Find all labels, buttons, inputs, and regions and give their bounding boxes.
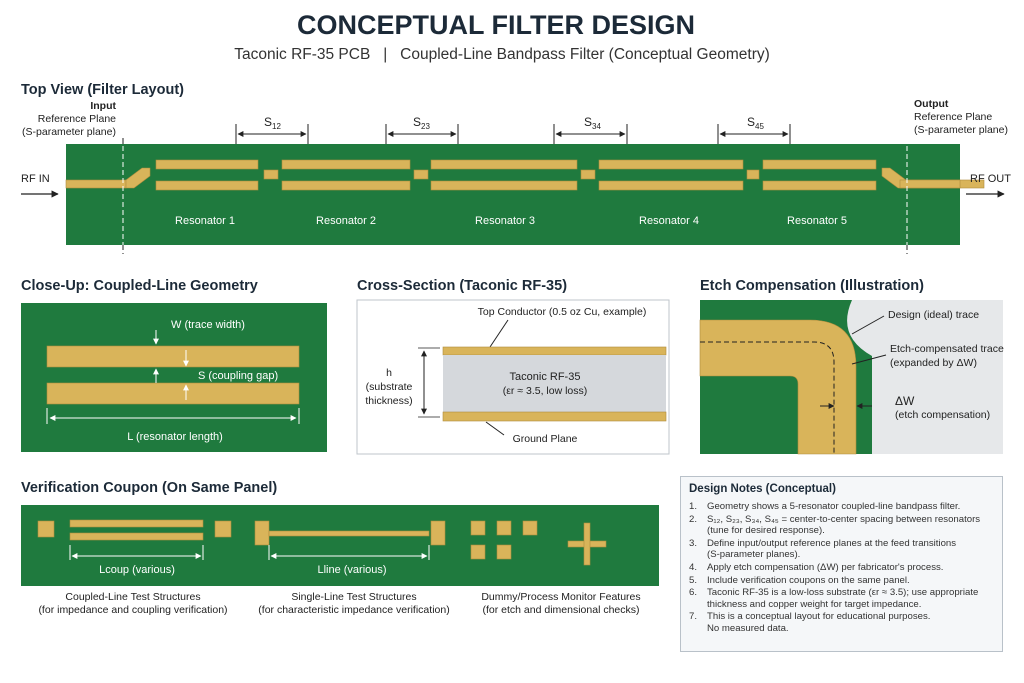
compensated-trace: [699, 319, 857, 455]
input-ref-line-3: (S-parameter plane): [22, 126, 116, 138]
ground-plane-pointer: [485, 421, 505, 436]
top-conductor-label: Top Conductor (0.5 oz Cu, example): [478, 306, 647, 318]
closeup-dimensions: [46, 330, 300, 424]
coupon-captions: Coupled-Line Test Structures (for impeda…: [38, 591, 640, 616]
resonator-1-label: Resonator 1: [175, 215, 235, 227]
delta-w-description: (etch compensation): [895, 409, 990, 421]
etch-heading: Etch Compensation (Illustration): [700, 278, 924, 294]
design-note-text: Taconic RF-35 is a low-loss substrate (ε…: [707, 587, 979, 610]
output-ref-line-2: Reference Plane: [914, 111, 992, 123]
single-line-caption: Single-Line Test Structures: [291, 591, 416, 603]
design-notes-list: 1.Geometry shows a 5-resonator coupled-l…: [689, 501, 994, 635]
coupon-board: [21, 505, 659, 586]
design-note-item: 5.Include verification coupons on the sa…: [689, 575, 994, 587]
design-note-text: Apply etch compensation (ΔW) per fabrica…: [707, 561, 944, 573]
thickness-label-h: h: [386, 367, 392, 379]
closeup-trace-lower: [46, 382, 300, 405]
closeup-heading: Close-Up: Coupled-Line Geometry: [21, 278, 258, 294]
top-conductor-layer: [442, 346, 667, 356]
coupon-heading: Verification Coupon (On Same Panel): [21, 480, 277, 496]
dummy-feature-caption: Dummy/Process Monitor Features: [481, 591, 640, 603]
design-trace-outline: [700, 341, 835, 454]
ground-plane-label: Ground Plane: [513, 433, 578, 445]
design-note-item: 3.Define input/output reference planes a…: [689, 538, 994, 561]
coupon-copper: [37, 519, 607, 566]
compensated-trace-pointer: [851, 354, 887, 365]
resonator-2-label: Resonator 2: [316, 215, 376, 227]
page-title: CONCEPTUAL FILTER DESIGN: [297, 10, 695, 40]
top-view-board: [66, 144, 960, 245]
resonator-length-label: L (resonator length): [127, 431, 223, 443]
rf-out-label: RF OUT: [970, 173, 1011, 185]
design-note-item: 7.This is a conceptual layout for educat…: [689, 611, 994, 634]
design-note-text: S₁₂, S₂₃, S₃₄, S₄₅ = center-to-center sp…: [707, 513, 981, 537]
lcoup-label: Lcoup (various): [99, 564, 175, 576]
resonator-labels: Resonator 1 Resonator 2 Resonator 3 Reso…: [175, 215, 847, 227]
lline-label: Lline (various): [317, 564, 386, 576]
input-ref-line-2: Reference Plane: [38, 113, 116, 125]
coupon-dimensions: [69, 545, 430, 560]
substrate-layer: [443, 355, 666, 412]
design-note-text: Geometry shows a 5-resonator coupled-lin…: [707, 501, 961, 512]
top-conductor-pointer: [489, 319, 509, 348]
design-note-text: Include verification coupons on the same…: [707, 574, 910, 586]
spacing-s12-label: S12: [264, 115, 281, 131]
substrate-properties: (εr ≈ 3.5, low loss): [503, 385, 588, 397]
compensated-trace-label-2: (expanded by ΔW): [890, 357, 977, 369]
coupling-gap-label: S (coupling gap): [198, 370, 278, 382]
output-ref-line-1: Output: [914, 98, 949, 110]
design-note-text: Define input/output reference planes at …: [707, 537, 957, 561]
dummy-feature-caption-sub: (for etch and dimensional checks): [483, 604, 640, 616]
design-trace-pointer: [851, 315, 885, 335]
design-notes-panel: Design Notes (Conceptual) 1.Geometry sho…: [680, 476, 1003, 652]
design-note-item: 6.Taconic RF-35 is a low-loss substrate …: [689, 587, 994, 610]
thickness-label-2: (substrate: [366, 381, 413, 393]
cross-section-heading: Cross-Section (Taconic RF-35): [357, 278, 567, 294]
delta-w-label: ΔW: [895, 394, 915, 408]
spacing-s34-label: S34: [584, 115, 601, 131]
coupled-line-caption-sub: (for impedance and coupling verification…: [38, 604, 227, 616]
resonator-3-label: Resonator 3: [475, 215, 535, 227]
filter-traces: [65, 159, 985, 191]
design-note-text: This is a conceptual layout for educatio…: [707, 611, 931, 634]
input-reference-label: Input Reference Plane (S-parameter plane…: [22, 100, 116, 138]
ground-plane-layer: [442, 411, 667, 422]
output-ref-line-3: (S-parameter plane): [914, 124, 1008, 136]
design-notes-title: Design Notes (Conceptual): [689, 483, 836, 495]
rf-in-label: RF IN: [21, 173, 50, 185]
output-reference-label: Output Reference Plane (S-parameter plan…: [914, 98, 1008, 136]
compensated-trace-label-1: Etch-compensated trace: [890, 343, 1004, 355]
closeup-trace-upper: [46, 345, 300, 368]
design-note-item: 1.Geometry shows a 5-resonator coupled-l…: [689, 501, 994, 513]
spacing-s23-label: S23: [413, 115, 430, 131]
coupled-line-caption: Coupled-Line Test Structures: [65, 591, 200, 603]
page-subtitle: Taconic RF-35 PCB | Coupled-Line Bandpas…: [234, 46, 770, 63]
thickness-label-3: thickness): [365, 395, 412, 407]
spacing-s45-label: S45: [747, 115, 764, 131]
trace-width-label: W (trace width): [171, 319, 245, 331]
design-note-item: 4.Apply etch compensation (ΔW) per fabri…: [689, 562, 994, 574]
top-view-heading: Top View (Filter Layout): [21, 82, 184, 98]
resonator-5-label: Resonator 5: [787, 215, 847, 227]
single-line-caption-sub: (for characteristic impedance verificati…: [258, 604, 449, 616]
closeup-board: [21, 303, 327, 452]
substrate-name: Taconic RF-35: [510, 371, 581, 383]
design-note-item: 2.S₁₂, S₂₃, S₃₄, S₄₅ = center-to-center …: [689, 514, 994, 537]
resonator-4-label: Resonator 4: [639, 215, 699, 227]
input-ref-line-1: Input: [90, 100, 116, 112]
thickness-label: h (substrate thickness): [365, 367, 412, 407]
design-trace-label: Design (ideal) trace: [888, 309, 979, 321]
